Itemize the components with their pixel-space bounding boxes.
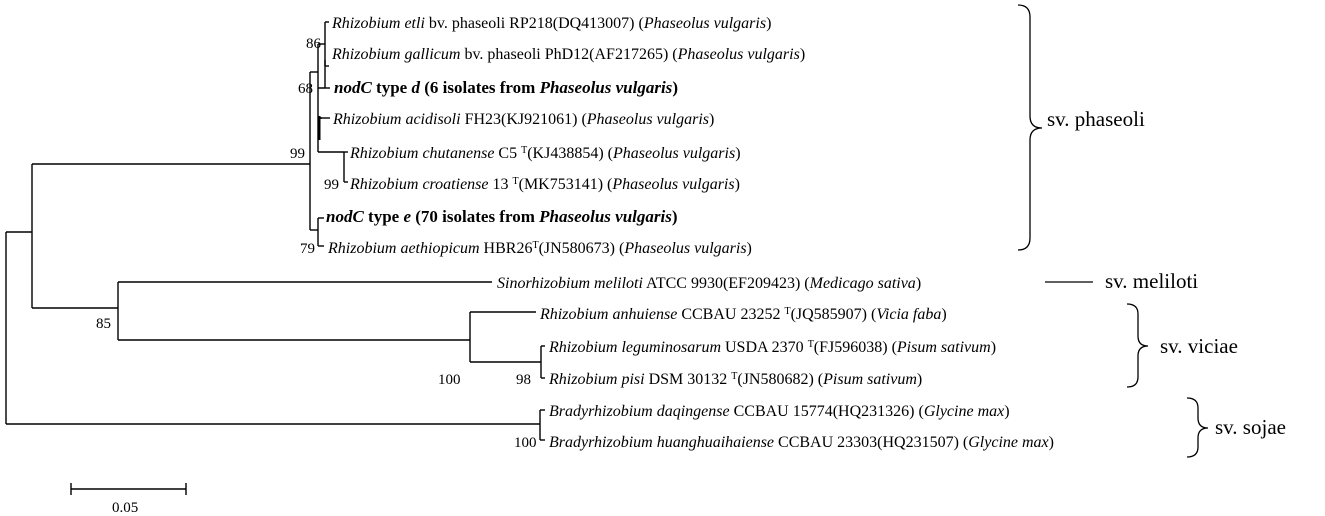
bootstrap-chutanense-croatiense: 99 <box>324 177 339 193</box>
bracket-viciae <box>1126 303 1149 388</box>
group-label-phaseoli: sv. phaseoli <box>1047 107 1145 131</box>
bootstrap-etli-gallicum: 86 <box>306 36 322 52</box>
bracket-sojae <box>1186 397 1209 458</box>
bracket-phaseoli <box>1017 4 1043 251</box>
leaf-label-croatiense: Rhizobium croatiense 13 T(MK753141) (Pha… <box>349 176 740 194</box>
bootstrap-leguminosarum-pisi: 98 <box>516 372 531 388</box>
leaf-label-huanghuaihaiense: Bradyrhizobium huanghuaihaiense CCBAU 23… <box>549 434 1054 451</box>
scale-bar-line <box>70 483 187 495</box>
leaf-label-aethiopicum: Rhizobium aethiopicum HBR26T(JN580673) (… <box>327 240 752 258</box>
group-labels: sv. phaseoli sv. meliloti sv. viciae sv.… <box>1047 107 1286 439</box>
tree-branches <box>5 21 545 441</box>
bootstrap-phaseoli-clade: 99 <box>290 146 305 162</box>
leaf-label-nodc-type-d: nodC type d (6 isolates from Phaseolus v… <box>334 78 678 97</box>
group-brackets <box>1017 4 1209 458</box>
bootstrap-nodc-type-d: 68 <box>298 81 313 97</box>
leaf-label-chutanense: Rhizobium chutanense C5 T(KJ438854) (Pha… <box>349 145 741 163</box>
leaf-label-etli: Rhizobium etli bv. phaseoli RP218(DQ4130… <box>331 15 771 32</box>
leaf-label-acidisoli: Rhizobium acidisoli FH23(KJ921061) (Phas… <box>332 111 714 128</box>
bootstrap-sojae-clade: 100 <box>514 435 537 451</box>
leaf-label-daqingense: Bradyrhizobium daqingense CCBAU 15774(HQ… <box>549 403 1010 420</box>
bootstrap-meliloti-viciae: 85 <box>96 316 111 332</box>
group-label-meliloti: sv. meliloti <box>1105 269 1198 293</box>
bootstrap-viciae-clade: 100 <box>438 372 461 388</box>
group-label-viciae: sv. viciae <box>1160 334 1238 358</box>
bootstrap-typee-aethiopicum: 79 <box>300 241 315 257</box>
leaf-label-meliloti: Sinorhizobium meliloti ATCC 9930(EF20942… <box>497 275 921 292</box>
leaf-label-anhuiense: Rhizobium anhuiense CCBAU 23252 T(JQ5859… <box>539 306 947 324</box>
scale-bar-label: 0.05 <box>112 500 138 516</box>
leaf-labels: Rhizobium etli bv. phaseoli RP218(DQ4130… <box>326 15 1054 451</box>
scale-bar: 0.05 <box>70 483 187 516</box>
leaf-label-gallicum: Rhizobium gallicum bv. phaseoli PhD12(AF… <box>331 46 805 63</box>
bootstrap-values: 86 68 99 99 79 85 100 98 100 <box>96 36 537 451</box>
group-label-sojae: sv. sojae <box>1215 415 1286 439</box>
leaf-label-leguminosarum: Rhizobium leguminosarum USDA 2370 T(FJ59… <box>548 339 996 357</box>
leaf-label-pisi: Rhizobium pisi DSM 30132 T(JN580682) (Pi… <box>548 371 922 389</box>
branch-typed-acidisoli-node <box>318 87 325 119</box>
leaf-label-nodc-type-e: nodC type e (70 isolates from Phaseolus … <box>326 207 678 226</box>
